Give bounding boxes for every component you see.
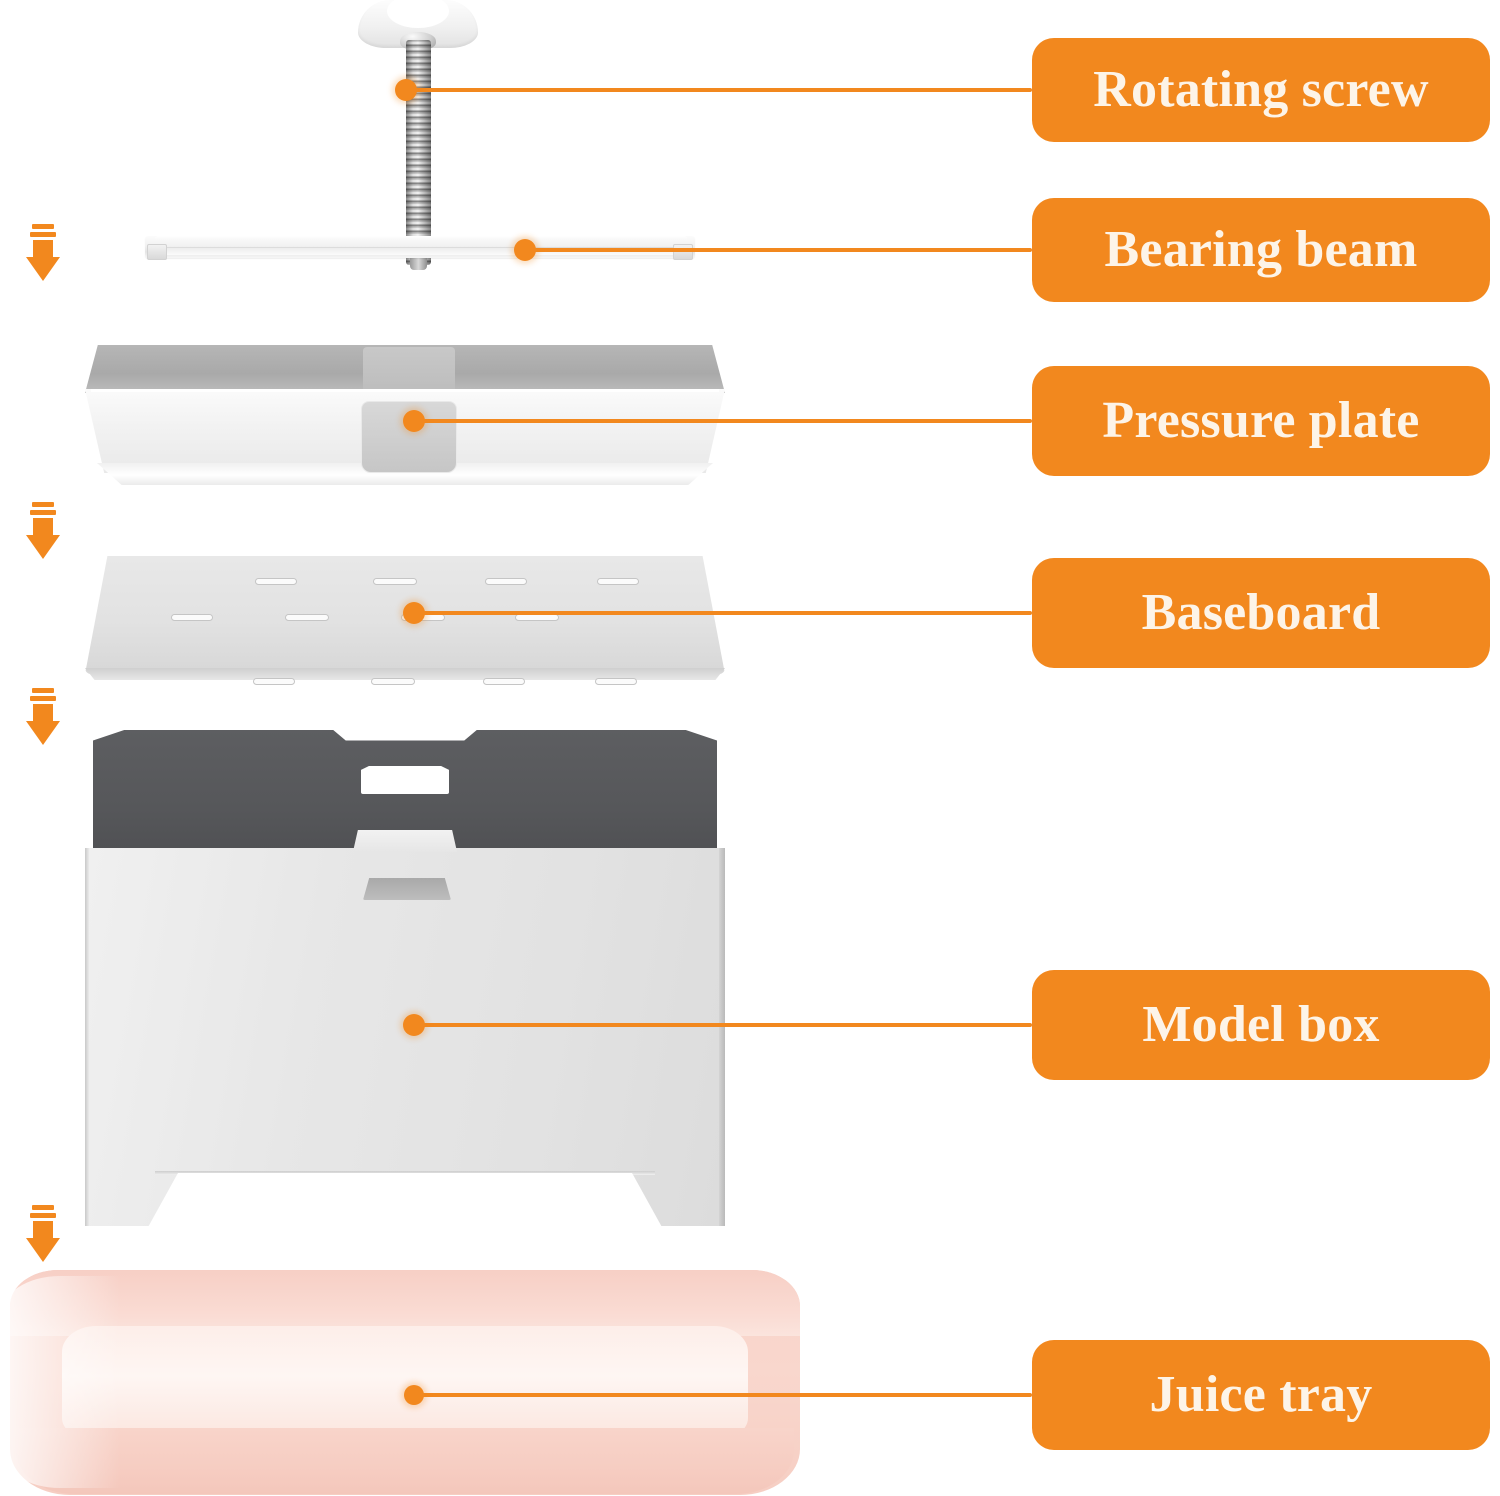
part-pressure-plate[interactable]: [85, 345, 725, 487]
juice-tray-front-wall: [16, 1428, 794, 1494]
part-juice-tray[interactable]: [0, 1270, 800, 1495]
baseboard-front-edge: [85, 668, 725, 680]
arrow-head: [26, 721, 60, 745]
model-box-front-panel: [85, 848, 725, 1226]
model-box-left-edge: [85, 848, 89, 1226]
arrow-head: [26, 535, 60, 559]
model-box-rear-slot: [361, 766, 449, 794]
beam-top-highlight: [155, 236, 687, 241]
beam-groove: [167, 247, 675, 255]
arrow-dash: [32, 224, 54, 229]
screw-threaded-shaft: [406, 40, 431, 265]
juice-tray-rim: [10, 1270, 800, 1336]
model-box-foot-cutout: [147, 1173, 663, 1229]
baseboard-slot: [485, 578, 527, 585]
callout-label-text: Baseboard: [1141, 584, 1381, 641]
baseboard-slot: [255, 578, 297, 585]
part-rotating-screw[interactable]: [330, 0, 510, 275]
callout-label-bearing-beam[interactable]: Bearing beam: [1032, 198, 1490, 302]
callout-leader-line: [414, 611, 1032, 615]
arrow-down-icon: [26, 224, 60, 281]
callout-label-text: Pressure plate: [1102, 392, 1420, 449]
callout-label-pressure-plate[interactable]: Pressure plate: [1032, 366, 1490, 476]
juice-tray-highlight: [0, 1276, 120, 1488]
arrow-shaft: [33, 240, 53, 257]
arrow-dash: [32, 502, 54, 507]
juice-tray-basin: [62, 1326, 748, 1438]
callout-anchor-dot[interactable]: [403, 1014, 425, 1036]
baseboard-slot: [483, 678, 525, 685]
baseboard-slot: [171, 614, 213, 621]
screw-shaft-tip: [410, 258, 427, 270]
pressure-plate-front-lip: [97, 463, 713, 485]
baseboard-slot: [285, 614, 329, 621]
arrow-dash: [30, 1213, 56, 1218]
arrow-down-icon: [26, 1205, 60, 1262]
callout-label-rotating-screw[interactable]: Rotating screw: [1032, 38, 1490, 142]
beam-end-cap-right: [673, 244, 693, 260]
callout-leader-line: [525, 248, 1032, 252]
callout-label-juice-tray[interactable]: Juice tray: [1032, 1340, 1490, 1450]
arrow-shaft: [33, 704, 53, 721]
arrow-shaft: [33, 1221, 53, 1238]
arrow-dash: [30, 696, 56, 701]
baseboard-slot: [371, 678, 415, 685]
callout-label-text: Rotating screw: [1093, 61, 1429, 118]
callout-anchor-dot[interactable]: [403, 410, 425, 432]
arrow-dash: [32, 1205, 54, 1210]
arrow-head: [26, 1238, 60, 1262]
baseboard-slot: [253, 678, 295, 685]
callout-label-text: Model box: [1142, 996, 1380, 1053]
arrow-down-icon: [26, 688, 60, 745]
baseboard-slot: [515, 614, 559, 621]
model-box-front-slot: [363, 878, 451, 900]
callout-leader-line: [406, 88, 1032, 92]
arrow-dash: [30, 232, 56, 237]
callout-label-model-box[interactable]: Model box: [1032, 970, 1490, 1080]
arrow-shaft: [33, 518, 53, 535]
pressure-plate-seam: [91, 389, 719, 392]
baseboard-slot: [595, 678, 637, 685]
screw-wing-notch: [387, 0, 449, 28]
callout-leader-line: [414, 1023, 1032, 1027]
model-box-front-tab: [352, 830, 458, 852]
callout-leader-line: [414, 419, 1032, 423]
callout-anchor-dot[interactable]: [395, 79, 417, 101]
callout-anchor-dot[interactable]: [514, 239, 536, 261]
baseboard-slot: [373, 578, 417, 585]
callout-label-baseboard[interactable]: Baseboard: [1032, 558, 1490, 668]
callout-label-text: Juice tray: [1149, 1366, 1373, 1423]
arrow-dash: [30, 510, 56, 515]
model-box-right-edge: [719, 848, 725, 1226]
callout-anchor-dot[interactable]: [404, 1385, 424, 1405]
arrow-down-icon: [26, 502, 60, 559]
callout-anchor-dot[interactable]: [403, 602, 425, 624]
arrow-head: [26, 257, 60, 281]
baseboard-slot: [597, 578, 639, 585]
arrow-dash: [32, 688, 54, 693]
part-model-box[interactable]: [85, 730, 725, 1230]
beam-end-cap-left: [147, 244, 167, 260]
callout-leader-line: [414, 1393, 1032, 1397]
part-bearing-beam[interactable]: [145, 228, 695, 272]
callout-label-text: Bearing beam: [1104, 221, 1418, 278]
